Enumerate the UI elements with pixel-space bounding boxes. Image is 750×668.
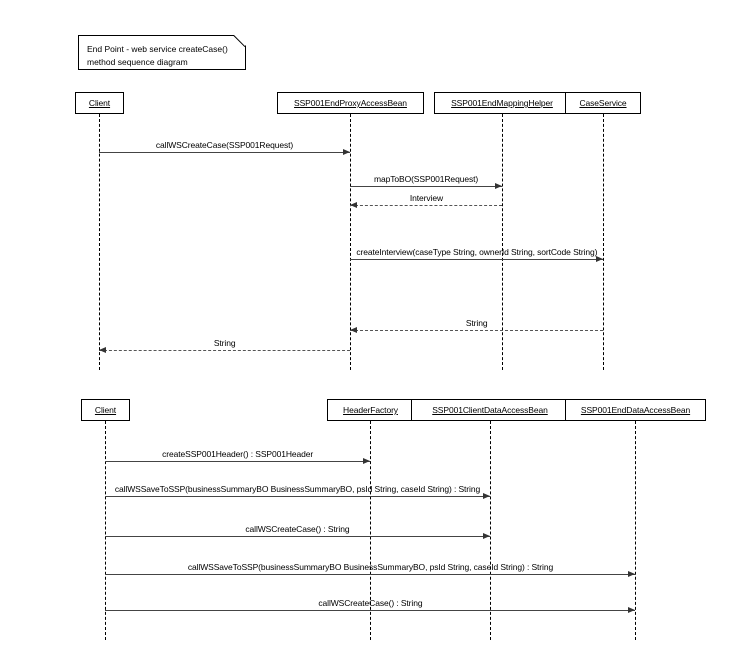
lifeline-stem-client <box>105 421 106 640</box>
message-arrowhead <box>628 607 635 613</box>
message-arrowhead <box>628 571 635 577</box>
message-line <box>105 574 635 575</box>
lifeline-header-client[interactable]: Client <box>81 399 130 421</box>
message-label: String <box>465 318 488 328</box>
lifeline-stem-headerfactory <box>370 421 371 640</box>
message-arrowhead <box>99 347 106 353</box>
lifeline-label: HeaderFactory <box>343 405 398 415</box>
message-line <box>350 259 603 260</box>
message-line <box>350 205 502 206</box>
message-line <box>105 461 370 462</box>
lifeline-label: SSP001EndDataAccessBean <box>580 405 691 415</box>
lifeline-header-ssp001endmappinghelper[interactable]: SSP001EndMappingHelper <box>434 92 570 114</box>
message-label: Interview <box>409 193 444 203</box>
message-line <box>99 152 350 153</box>
message-label: String <box>213 338 236 348</box>
lifeline-label: Client <box>94 405 117 415</box>
message-arrowhead <box>350 327 357 333</box>
message-arrowhead <box>483 493 490 499</box>
message-label: callWSCreateCase() : String <box>245 524 350 534</box>
message-label: mapToBO(SSP001Request) <box>373 174 479 184</box>
message-label: callWSSaveToSSP(businessSummaryBO Busine… <box>114 484 481 494</box>
message-label: callWSCreateCase() : String <box>318 598 423 608</box>
message-arrowhead <box>495 183 502 189</box>
lifeline-label: SSP001ClientDataAccessBean <box>432 405 548 415</box>
message-line <box>105 610 635 611</box>
lifeline-stem-ssp001endmappinghelper <box>502 114 503 370</box>
message-line <box>105 536 490 537</box>
message-line <box>99 350 350 351</box>
diagram-note: End Point - web service createCase() met… <box>78 35 246 70</box>
message-arrowhead <box>483 533 490 539</box>
lifeline-header-ssp001clientdataaccessbean[interactable]: SSP001ClientDataAccessBean <box>411 399 569 421</box>
lifeline-label: Client <box>88 98 111 108</box>
lifeline-header-ssp001endproxyaccessbean[interactable]: SSP001EndProxyAccessBean <box>277 92 424 114</box>
message-label: callWSSaveToSSP(businessSummaryBO Busine… <box>187 562 554 572</box>
lifeline-label: SSP001EndProxyAccessBean <box>294 98 407 108</box>
message-arrowhead <box>596 256 603 262</box>
message-line <box>350 330 603 331</box>
message-arrowhead <box>363 458 370 464</box>
lifeline-label: SSP001EndMappingHelper <box>451 98 553 108</box>
message-label: callWSCreateCase(SSP001Request) <box>155 140 294 150</box>
lifeline-stem-caseservice <box>603 114 604 370</box>
lifeline-stem-ssp001endproxyaccessbean <box>350 114 351 370</box>
lifeline-stem-ssp001enddataaccessbean <box>635 421 636 640</box>
message-arrowhead <box>343 149 350 155</box>
lifeline-header-client[interactable]: Client <box>75 92 124 114</box>
lifeline-header-headerfactory[interactable]: HeaderFactory <box>327 399 414 421</box>
message-label: createSSP001Header() : SSP001Header <box>162 449 314 459</box>
lifeline-stem-ssp001clientdataaccessbean <box>490 421 491 640</box>
message-arrowhead <box>350 202 357 208</box>
message-line <box>350 186 502 187</box>
message-label: createInterview(caseType String, ownerId… <box>356 247 598 257</box>
lifeline-stem-client <box>99 114 100 370</box>
lifeline-header-ssp001enddataaccessbean[interactable]: SSP001EndDataAccessBean <box>565 399 706 421</box>
lifeline-header-caseservice[interactable]: CaseService <box>565 92 641 114</box>
lifeline-label: CaseService <box>579 98 627 108</box>
message-line <box>105 496 490 497</box>
